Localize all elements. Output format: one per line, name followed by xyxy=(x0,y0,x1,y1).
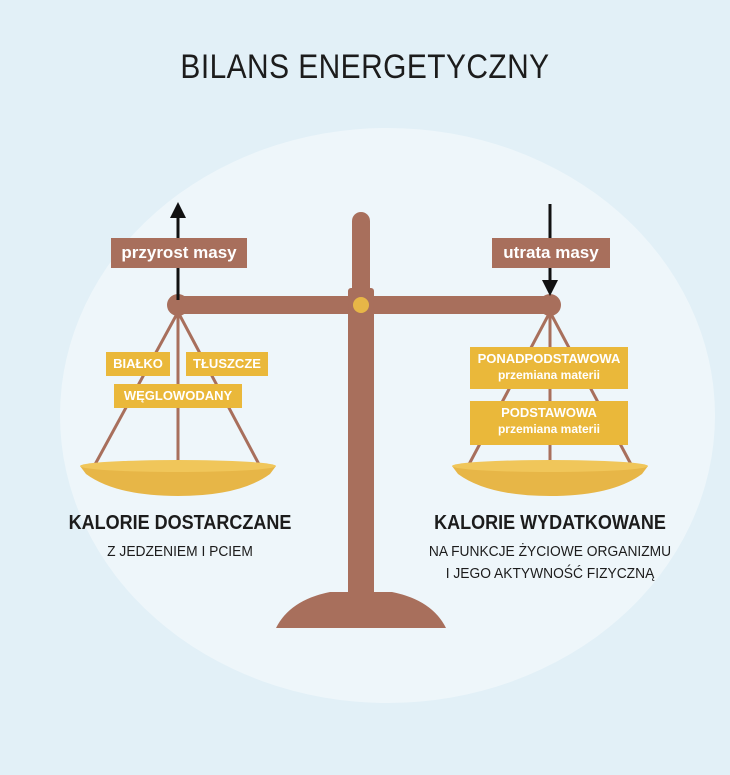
calories-in-heading: KALORIE DOSTARCZANE xyxy=(68,512,292,534)
up-arrow-icon xyxy=(170,202,186,218)
calories-out-caption-line2: I JEGO AKTYWNOŚĆ FIZYCZNĄ xyxy=(445,565,655,582)
calories-out-heading: KALORIE WYDATKOWANE xyxy=(434,512,666,534)
left-pan xyxy=(80,466,276,496)
calories-in-caption: Z JEDZENIEM I PCIEM xyxy=(107,543,253,560)
down-arrow-icon xyxy=(542,280,558,296)
scale-top xyxy=(352,212,370,302)
lose-mass-label: utrata masy xyxy=(492,238,610,268)
scale-pillar xyxy=(348,288,374,598)
right-pan xyxy=(452,466,648,496)
basal-metabolism-sub: przemiana materii xyxy=(497,422,601,436)
pivot-center xyxy=(353,297,369,313)
calories-out-caption-line1: NA FUNKCJE ŻYCIOWE ORGANIZMU xyxy=(428,543,672,560)
carbohydrates-label: WĘGLOWODANY xyxy=(114,384,242,408)
non-basal-metabolism-title: PONADPODSTAWOWA xyxy=(477,351,621,366)
non-basal-metabolism-sub: przemiana materii xyxy=(497,368,601,382)
right-string xyxy=(464,311,552,471)
right-string xyxy=(548,311,636,471)
non-basal-metabolism-label: PONADPODSTAWOWA przemiana materii xyxy=(470,347,628,389)
gain-mass-label: przyrost masy xyxy=(111,238,247,268)
protein-label: BIAŁKO xyxy=(106,352,170,376)
basal-metabolism-label: PODSTAWOWA przemiana materii xyxy=(470,401,628,445)
fat-label: TŁUSZCZE xyxy=(186,352,268,376)
scale-base xyxy=(276,592,446,628)
basal-metabolism-title: PODSTAWOWA xyxy=(501,405,597,420)
page-title: BILANS ENERGETYCZNY xyxy=(180,48,550,86)
